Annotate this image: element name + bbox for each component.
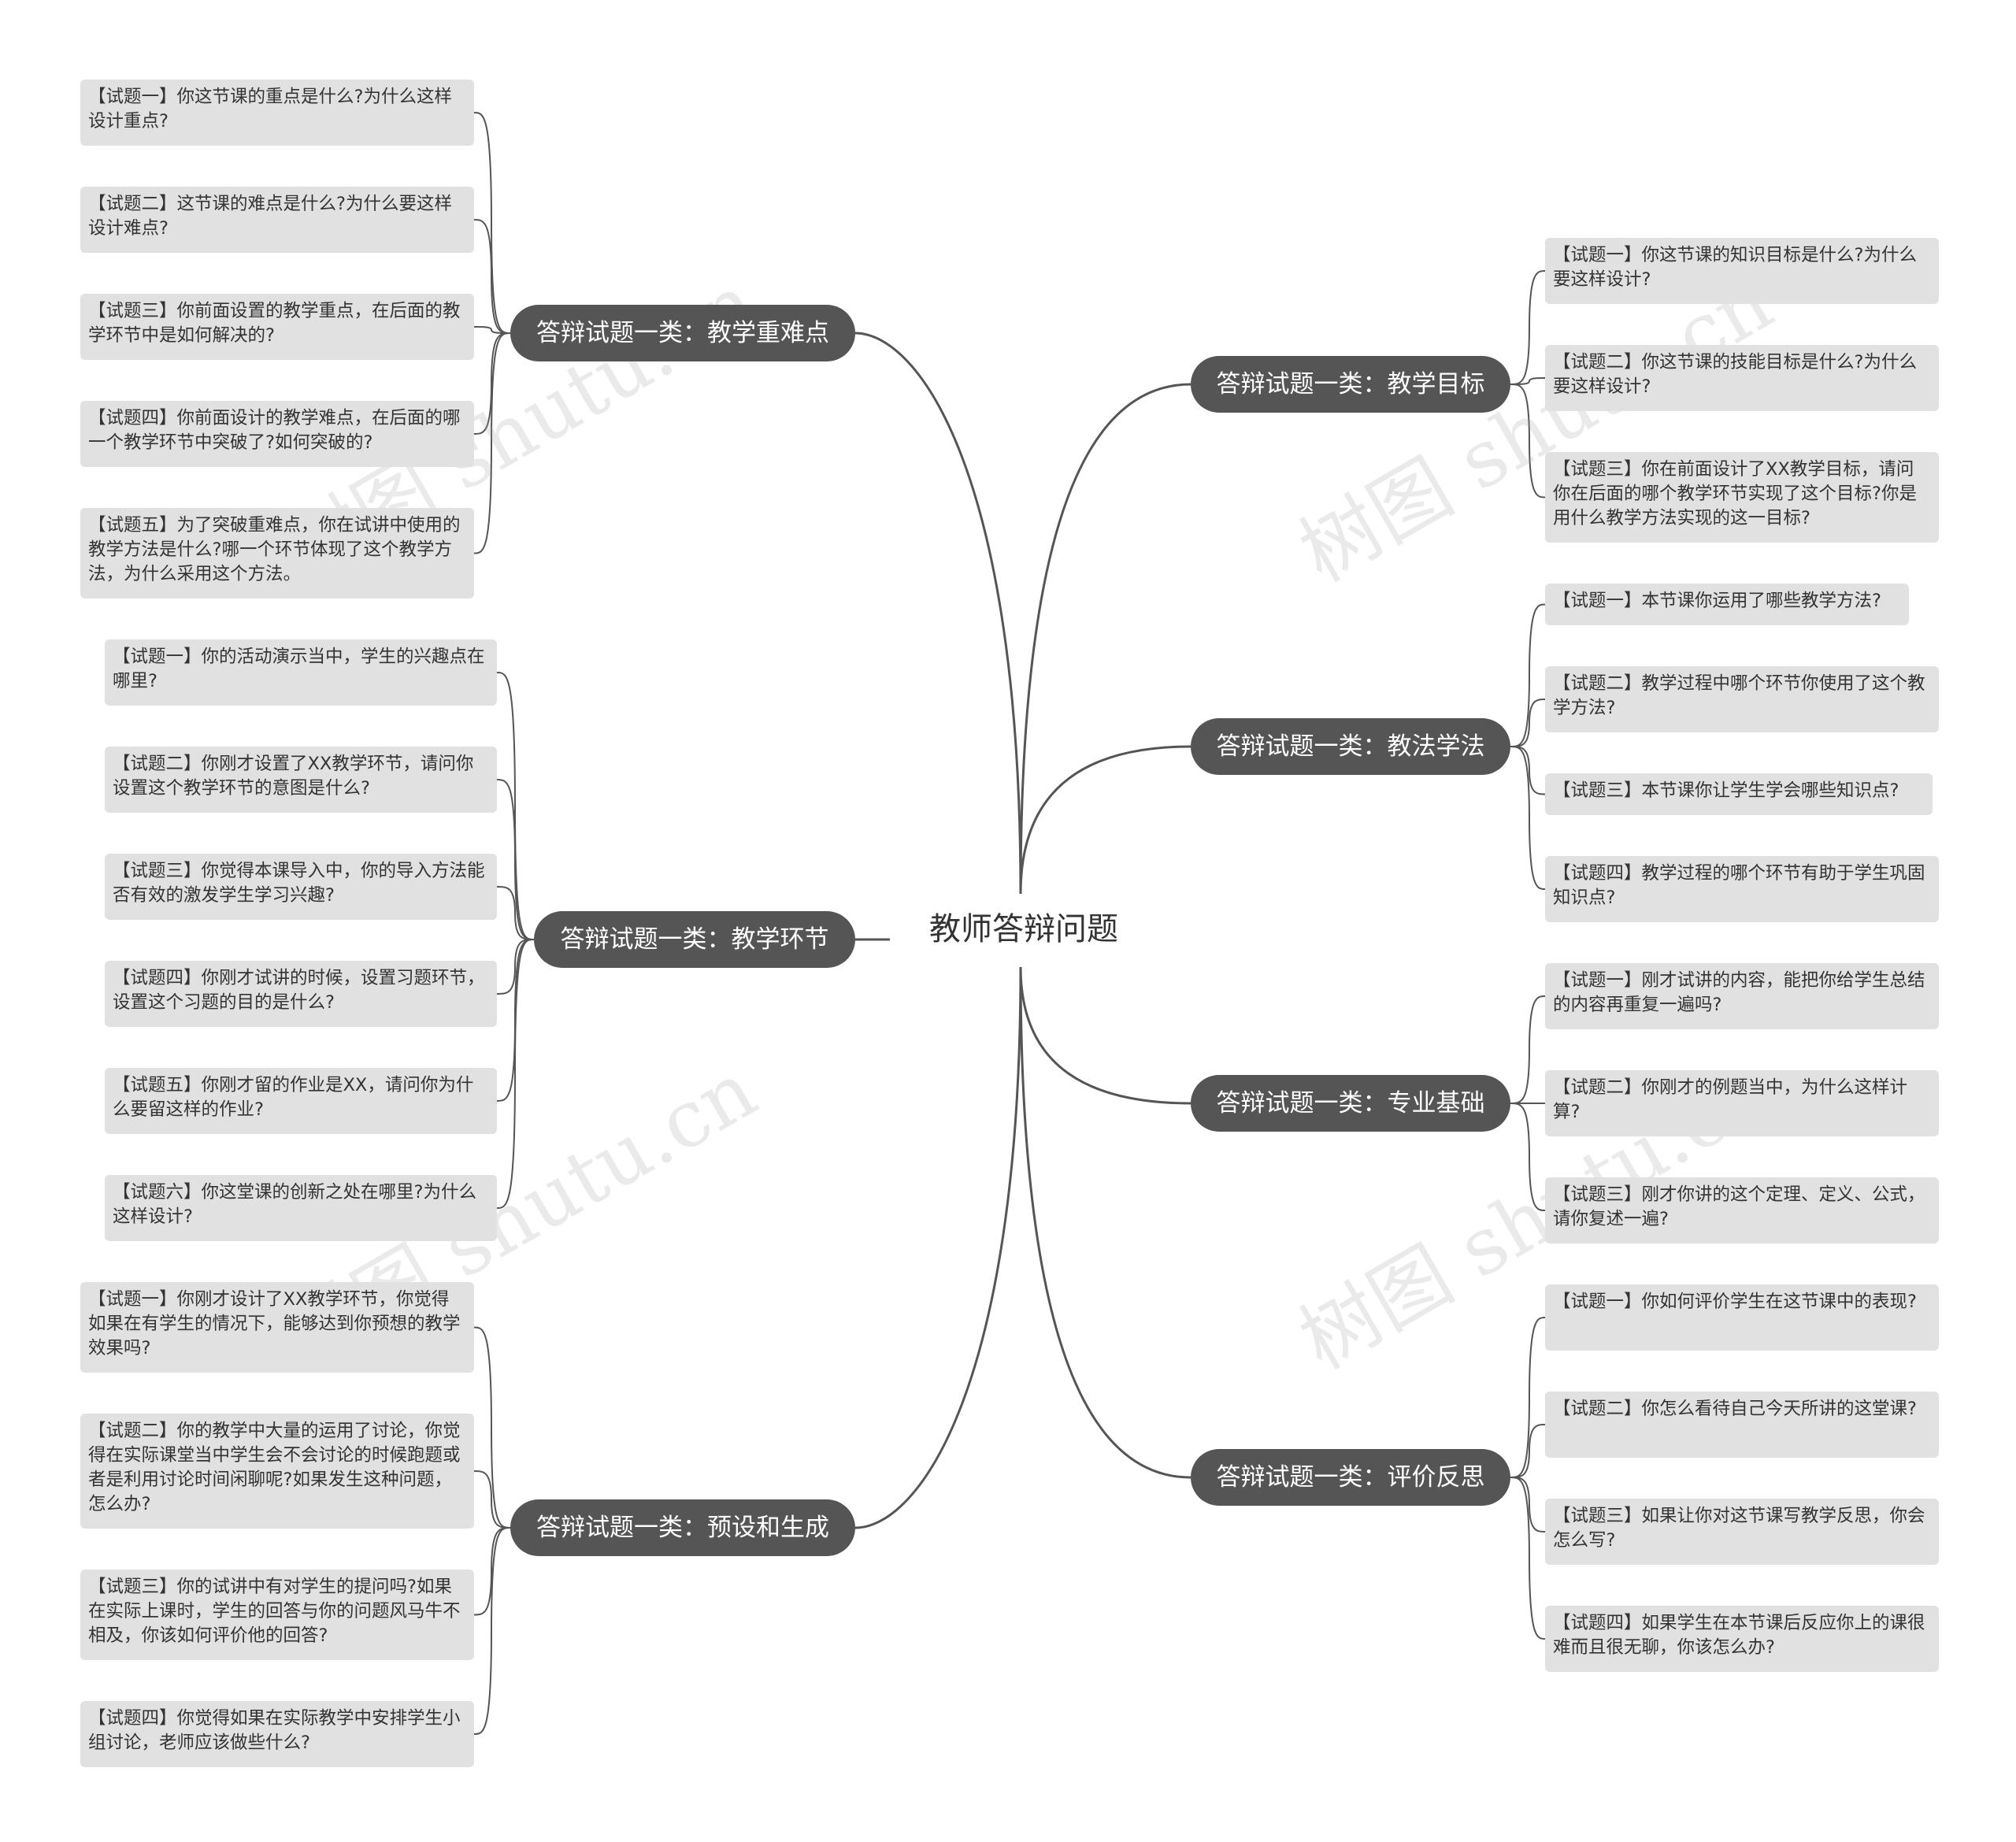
connector-line	[1510, 1103, 1546, 1211]
connector-line	[1019, 745, 1191, 895]
connector-line	[473, 1527, 511, 1616]
connector-line	[1510, 746, 1546, 795]
connector-line	[1510, 699, 1546, 747]
connector-line	[473, 112, 511, 334]
question-item[interactable]: 【试题一】刚才试讲的内容，能把你给学生总结的内容再重复一遍吗?	[1545, 963, 1939, 1029]
connector-line	[1510, 1424, 1546, 1478]
question-item[interactable]: 【试题一】本节课你运用了哪些教学方法?	[1545, 584, 1909, 625]
question-item[interactable]: 【试题三】刚才你讲的这个定理、定义、公式，请你复述一遍?	[1545, 1177, 1939, 1243]
question-item[interactable]: 【试题二】教学过程中哪个环节你使用了这个教学方法?	[1545, 666, 1939, 732]
question-item[interactable]: 【试题三】你的试讲中有对学生的提问吗?如果在实际上课时，学生的回答与你的问题风马…	[80, 1570, 474, 1660]
question-item[interactable]: 【试题三】你在前面设计了XX教学目标，请问你在后面的哪个教学环节实现了这个目标?…	[1545, 452, 1939, 543]
connector-line	[1510, 746, 1546, 890]
question-item[interactable]: 【试题三】你前面设置的教学重点，在后面的教学环节中是如何解决的?	[80, 294, 474, 360]
connector-line	[473, 332, 511, 554]
connector-line	[1510, 377, 1546, 385]
question-item[interactable]: 【试题一】你这节课的知识目标是什么?为什么要这样设计?	[1545, 238, 1939, 304]
connector-line	[1510, 995, 1546, 1104]
connector-line	[1019, 383, 1191, 895]
question-item[interactable]: 【试题六】你这堂课的创新之处在哪里?为什么这样设计?	[105, 1175, 497, 1241]
question-item[interactable]: 【试题三】你觉得本课导入中，你的导入方法能否有效的激发学生学习兴趣?	[105, 854, 497, 920]
branch-node[interactable]: 答辩试题一类：教学重难点	[510, 305, 855, 361]
question-item[interactable]: 【试题一】你刚才设计了XX教学环节，你觉得如果在有学生的情况下，能够达到你预想的…	[80, 1282, 474, 1373]
branch-node[interactable]: 答辩试题一类：专业基础	[1191, 1075, 1510, 1132]
question-item[interactable]: 【试题一】你这节课的重点是什么?为什么这样设计重点?	[80, 80, 474, 146]
question-item[interactable]: 【试题四】你刚才试讲的时候，设置习题环节，设置这个习题的目的是什么?	[105, 961, 497, 1027]
connector-line	[496, 779, 535, 940]
connector-line	[473, 219, 511, 334]
question-item[interactable]: 【试题二】你刚才的例题当中，为什么这样计算?	[1545, 1070, 1939, 1136]
connector-line	[496, 672, 535, 940]
branch-node[interactable]: 答辩试题一类：教学环节	[534, 911, 855, 968]
connector-line	[1510, 1477, 1546, 1640]
connector-line	[496, 939, 535, 995]
connector-line	[854, 966, 1022, 1529]
connector-line	[1510, 384, 1546, 498]
connector-line	[1510, 270, 1546, 385]
branch-node[interactable]: 答辩试题一类：评价反思	[1191, 1449, 1510, 1506]
question-item[interactable]: 【试题二】你这节课的技能目标是什么?为什么要这样设计?	[1545, 345, 1939, 411]
question-item[interactable]: 【试题二】你的教学中大量的运用了讨论，你觉得在实际课堂当中学生会不会讨论的时候跑…	[80, 1414, 474, 1529]
question-item[interactable]: 【试题二】你怎么看待自己今天所讲的这堂课?	[1545, 1392, 1939, 1458]
question-item[interactable]: 【试题一】你的活动演示当中，学生的兴趣点在哪里?	[105, 639, 497, 706]
connector-line	[1019, 966, 1191, 1479]
branch-node[interactable]: 答辩试题一类：教法学法	[1191, 718, 1510, 775]
connector-line	[473, 1527, 511, 1735]
question-item[interactable]: 【试题五】你刚才留的作业是XX，请问你为什么要留这样的作业?	[105, 1068, 497, 1134]
question-item[interactable]: 【试题三】如果让你对这节课写教学反思，你会怎么写?	[1545, 1499, 1939, 1565]
branch-node[interactable]: 答辩试题一类：预设和生成	[510, 1499, 855, 1556]
connector-line	[1019, 966, 1191, 1105]
question-item[interactable]: 【试题三】本节课你让学生学会哪些知识点?	[1545, 773, 1933, 815]
connector-line	[854, 332, 1022, 895]
question-item[interactable]: 【试题五】为了突破重难点，你在试讲中使用的教学方法是什么?哪一个环节体现了这个教…	[80, 508, 474, 599]
connector-line	[496, 886, 535, 940]
connector-line	[473, 1326, 511, 1529]
question-item[interactable]: 【试题四】教学过程的哪个环节有助于学生巩固知识点?	[1545, 856, 1939, 922]
central-topic[interactable]: 教师答辩问题	[929, 911, 1118, 947]
connector-line	[1510, 1477, 1546, 1533]
connector-line	[473, 332, 511, 435]
connector-line	[473, 326, 511, 334]
connector-line	[473, 1470, 511, 1529]
connector-line	[1510, 1317, 1546, 1478]
question-item[interactable]: 【试题一】你如何评价学生在这节课中的表现?	[1545, 1284, 1939, 1351]
question-item[interactable]: 【试题四】如果学生在本节课后反应你上的课很难而且很无聊，你该怎么办?	[1545, 1606, 1939, 1672]
branch-node[interactable]: 答辩试题一类：教学目标	[1191, 356, 1510, 413]
question-item[interactable]: 【试题四】你觉得如果在实际教学中安排学生小组讨论，老师应该做些什么?	[80, 1701, 474, 1767]
question-item[interactable]: 【试题四】你前面设计的教学难点，在后面的哪一个教学环节中突破了?如何突破的?	[80, 401, 474, 467]
question-item[interactable]: 【试题二】这节课的难点是什么?为什么要这样设计难点?	[80, 187, 474, 253]
question-item[interactable]: 【试题二】你刚才设置了XX教学环节，请问你设置这个教学环节的意图是什么?	[105, 747, 497, 813]
connector-line	[496, 939, 535, 1209]
connector-line	[1510, 603, 1546, 747]
